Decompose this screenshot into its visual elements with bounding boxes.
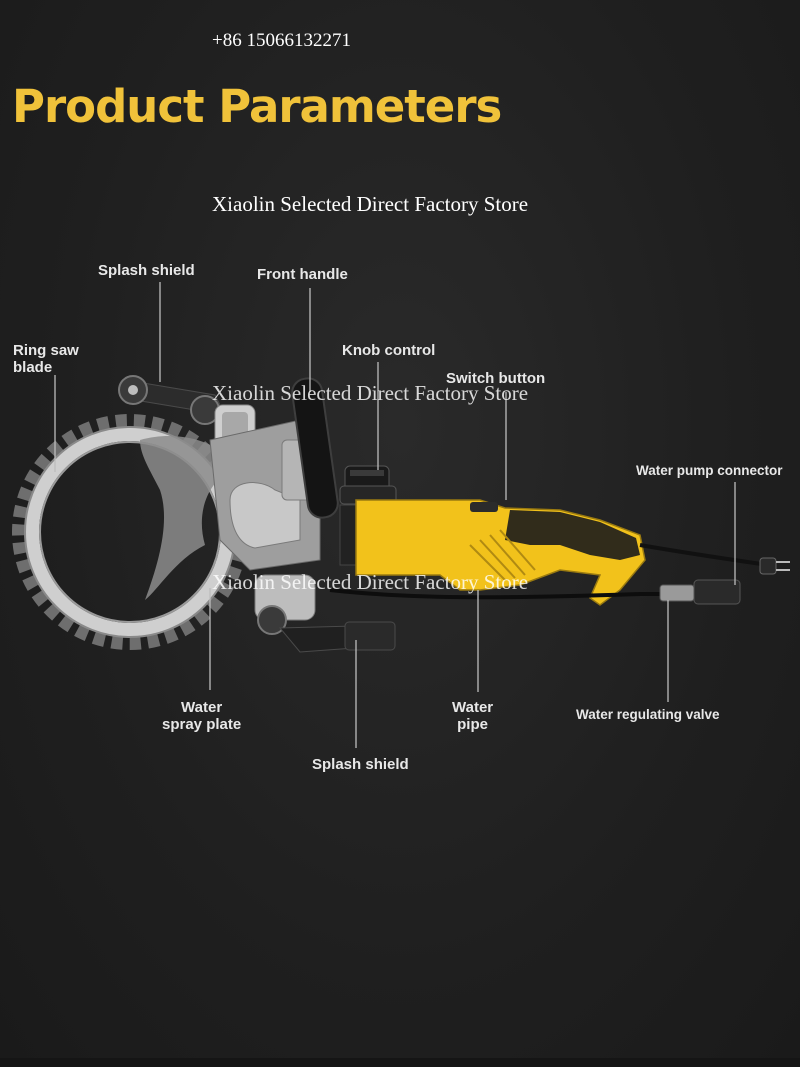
switch-button-shape	[470, 502, 498, 512]
label-front-handle: Front handle	[257, 266, 348, 283]
bottom-strip	[0, 1058, 800, 1067]
label-ring-saw-blade: Ring saw blade	[13, 342, 79, 376]
label-splash-shield-bottom: Splash shield	[312, 756, 409, 773]
label-water-pump-connector: Water pump connector	[636, 463, 783, 478]
label-water-pipe: Water pipe	[452, 699, 494, 733]
label-splash-shield-top: Splash shield	[98, 262, 195, 279]
label-water-spray-plate: Water spray plate	[162, 699, 242, 733]
label-switch-button: Switch button	[446, 370, 546, 387]
phone-number: +86 15066132271	[212, 30, 351, 51]
motor-vents	[469, 529, 536, 581]
water-pipe-assembly	[329, 579, 741, 605]
page-title: Product Parameters	[12, 80, 502, 133]
store-watermark-3: Xiaolin Selected Direct Factory Store	[212, 570, 529, 594]
knob-control-shape	[339, 465, 397, 505]
store-watermark-1: Xiaolin Selected Direct Factory Store	[212, 192, 529, 216]
water-spray-plate-shape	[140, 435, 232, 600]
central-housing	[209, 419, 321, 571]
motor-body	[339, 499, 646, 606]
front-handle-shape	[291, 377, 339, 519]
power-cable	[639, 543, 790, 575]
leader-lines	[54, 282, 736, 748]
lower-roller-assembly	[254, 574, 396, 653]
label-knob-control: Knob control	[342, 342, 436, 359]
store-watermark-2: Xiaolin Selected Direct Factory Store	[212, 381, 529, 405]
label-water-regulating-valve: Water regulating valve	[576, 707, 720, 722]
